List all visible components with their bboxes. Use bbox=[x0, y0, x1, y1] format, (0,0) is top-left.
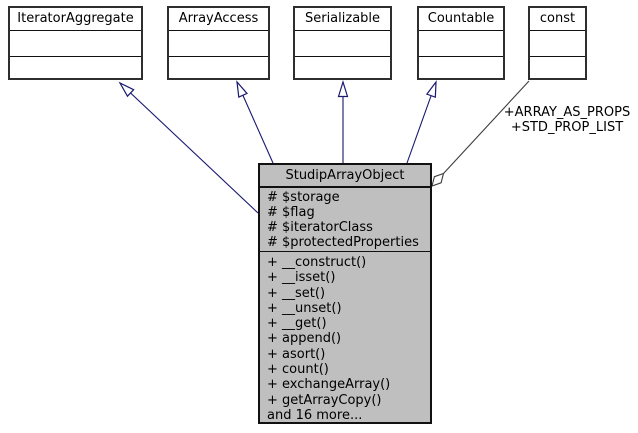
class-method: + __set() bbox=[267, 285, 326, 301]
empty-methods-compartment bbox=[10, 57, 141, 79]
interface-box-iteratoraggregate[interactable]: IteratorAggregate bbox=[8, 6, 143, 80]
class-method: + count() bbox=[267, 362, 329, 378]
interface-label: Serializable bbox=[295, 8, 390, 31]
empty-attributes-compartment bbox=[169, 31, 268, 57]
interface-label: ArrayAccess bbox=[169, 8, 268, 31]
inheritance-arrow-arrayaccess bbox=[236, 80, 274, 164]
class-attribute: # $flag bbox=[267, 205, 315, 220]
const-node-label: const bbox=[530, 8, 585, 31]
const-node-box[interactable]: const bbox=[528, 6, 587, 80]
empty-attributes-compartment bbox=[295, 31, 390, 57]
empty-methods-compartment bbox=[169, 57, 268, 79]
aggregation-member-labels: +ARRAY_AS_PROPS +STD_PROP_LIST bbox=[497, 105, 637, 135]
class-method: + asort() bbox=[267, 346, 326, 362]
empty-attributes-compartment bbox=[10, 31, 141, 57]
interface-box-serializable[interactable]: Serializable bbox=[293, 6, 392, 80]
class-method: + __isset() bbox=[267, 270, 336, 286]
class-attribute: # $protectedProperties bbox=[267, 235, 419, 250]
interface-box-countable[interactable]: Countable bbox=[417, 6, 505, 80]
inheritance-arrow-iteratoraggregate bbox=[118, 81, 259, 214]
class-methods-compartment: + __construct() + __isset() + __set() + … bbox=[260, 252, 430, 423]
class-method: + append() bbox=[267, 331, 342, 347]
class-method: + exchangeArray() bbox=[267, 377, 391, 393]
aggregation-diamond bbox=[431, 172, 445, 187]
aggregation-label: +ARRAY_AS_PROPS bbox=[503, 105, 631, 120]
class-attributes-compartment: # $storage # $flag # $iteratorClass # $p… bbox=[260, 188, 430, 252]
empty-methods-compartment bbox=[295, 57, 390, 79]
empty-attributes-compartment bbox=[419, 31, 503, 57]
empty-attributes-compartment bbox=[530, 31, 585, 57]
interface-label: Countable bbox=[419, 8, 503, 31]
class-method: + __construct() bbox=[267, 255, 367, 270]
class-box-studiparrayobject[interactable]: StudipArrayObject # $storage # $flag # $… bbox=[258, 163, 432, 424]
class-title: StudipArrayObject bbox=[260, 165, 430, 188]
empty-methods-compartment bbox=[419, 57, 503, 79]
inheritance-arrow-countable bbox=[406, 80, 437, 164]
empty-methods-compartment bbox=[530, 57, 585, 79]
aggregation-line-const bbox=[443, 80, 530, 174]
class-method: + getArrayCopy() bbox=[267, 392, 382, 408]
class-method-more: and 16 more... bbox=[267, 407, 363, 423]
class-method: + __get() bbox=[267, 316, 327, 332]
class-method: + __unset() bbox=[267, 300, 342, 316]
class-attribute: # $storage bbox=[267, 190, 340, 205]
interface-box-arrayaccess[interactable]: ArrayAccess bbox=[167, 6, 270, 80]
aggregation-label: +STD_PROP_LIST bbox=[510, 120, 624, 135]
interface-label: IteratorAggregate bbox=[10, 8, 141, 31]
class-attribute: # $iteratorClass bbox=[267, 220, 373, 235]
